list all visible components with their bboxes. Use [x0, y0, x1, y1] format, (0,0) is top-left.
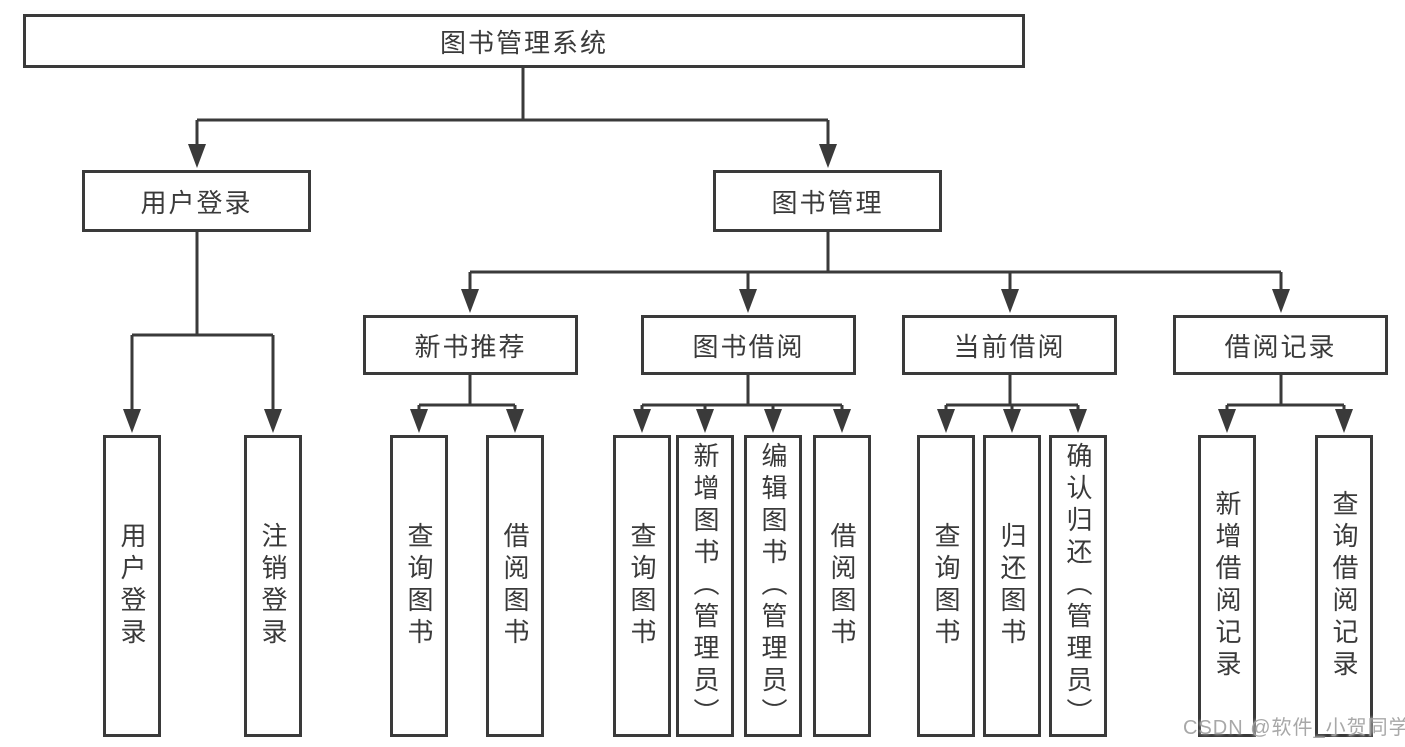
leaf-add-book-admin-label: 新增图书（管理员）: [690, 442, 720, 730]
leaf-query-books-current: 查询图书: [917, 435, 975, 737]
leaf-logout-label: 注销登录: [258, 522, 288, 650]
leaf-edit-book-admin: 编辑图书（管理员）: [744, 435, 802, 737]
node-user-login-label: 用户登录: [140, 187, 253, 218]
node-new-book-recommend: 新书推荐: [363, 315, 578, 375]
node-book-borrowing: 图书借阅: [641, 315, 856, 375]
leaf-query-books-borrowing: 查询图书: [613, 435, 671, 737]
leaf-user-login: 用户登录: [103, 435, 161, 737]
leaf-return-books: 归还图书: [983, 435, 1041, 737]
csdn-watermark: CSDN @软件_小贺同学: [1183, 717, 1405, 739]
node-book-management: 图书管理: [713, 170, 942, 232]
leaf-borrow-books-recommend-label: 借阅图书: [500, 522, 530, 650]
leaf-user-login-label: 用户登录: [117, 522, 147, 650]
node-book-borrowing-label: 图书借阅: [692, 331, 805, 362]
leaf-add-book-admin: 新增图书（管理员）: [676, 435, 734, 737]
node-user-login: 用户登录: [82, 170, 311, 232]
leaf-return-books-label: 归还图书: [997, 522, 1027, 650]
node-current-borrowing: 当前借阅: [902, 315, 1117, 375]
node-root: 图书管理系统: [23, 14, 1025, 68]
leaf-borrow-books: 借阅图书: [813, 435, 871, 737]
node-book-management-label: 图书管理: [771, 187, 884, 218]
node-borrowing-records: 借阅记录: [1173, 315, 1388, 375]
leaf-query-books-recommend-label: 查询图书: [404, 522, 434, 650]
leaf-query-books-current-label: 查询图书: [931, 522, 961, 650]
leaf-query-borrow-record-label: 查询借阅记录: [1329, 490, 1359, 682]
leaf-query-borrow-record: 查询借阅记录: [1315, 435, 1373, 737]
node-current-borrowing-label: 当前借阅: [953, 331, 1066, 362]
node-borrowing-records-label: 借阅记录: [1224, 331, 1337, 362]
leaf-confirm-return-admin: 确认归还（管理员）: [1049, 435, 1107, 737]
leaf-query-books-borrowing-label: 查询图书: [627, 522, 657, 650]
node-root-label: 图书管理系统: [439, 27, 608, 58]
leaf-add-borrow-record-label: 新增借阅记录: [1212, 490, 1242, 682]
leaf-edit-book-admin-label: 编辑图书（管理员）: [758, 442, 788, 730]
leaf-borrow-books-recommend: 借阅图书: [486, 435, 544, 737]
leaf-add-borrow-record: 新增借阅记录: [1198, 435, 1256, 737]
leaf-query-books-recommend: 查询图书: [390, 435, 448, 737]
leaf-logout: 注销登录: [244, 435, 302, 737]
leaf-confirm-return-admin-label: 确认归还（管理员）: [1063, 442, 1093, 730]
leaf-borrow-books-label: 借阅图书: [827, 522, 857, 650]
node-new-book-recommend-label: 新书推荐: [414, 331, 527, 362]
